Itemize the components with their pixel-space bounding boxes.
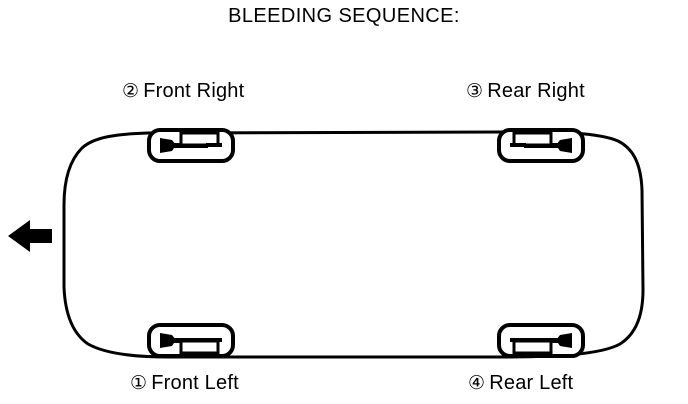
wheel-label-text-rear-right: Rear Right <box>487 80 585 102</box>
arrow-left-icon <box>8 220 52 252</box>
sequence-marker-3: ③ <box>466 81 484 102</box>
wheel-label-text-rear-left: Rear Left <box>489 372 574 394</box>
wheel-front-right <box>147 128 235 163</box>
wheel-rear-left <box>497 323 585 358</box>
caliper-rear-right <box>510 131 572 153</box>
caliper-front-left <box>160 333 222 355</box>
wheel-label-text-front-left: Front Left <box>151 372 239 394</box>
page-title: BLEEDING SEQUENCE: <box>228 5 460 27</box>
wheel-front-left <box>147 323 235 358</box>
sequence-marker-2: ② <box>122 81 140 102</box>
sequence-marker-1: ① <box>130 373 148 394</box>
wheel-rear-right <box>497 128 585 163</box>
caliper-rear-left <box>510 333 572 355</box>
wheel-label-text-front-right: Front Right <box>143 80 245 102</box>
caliper-front-right <box>160 131 222 153</box>
sequence-marker-4: ④ <box>468 373 486 394</box>
